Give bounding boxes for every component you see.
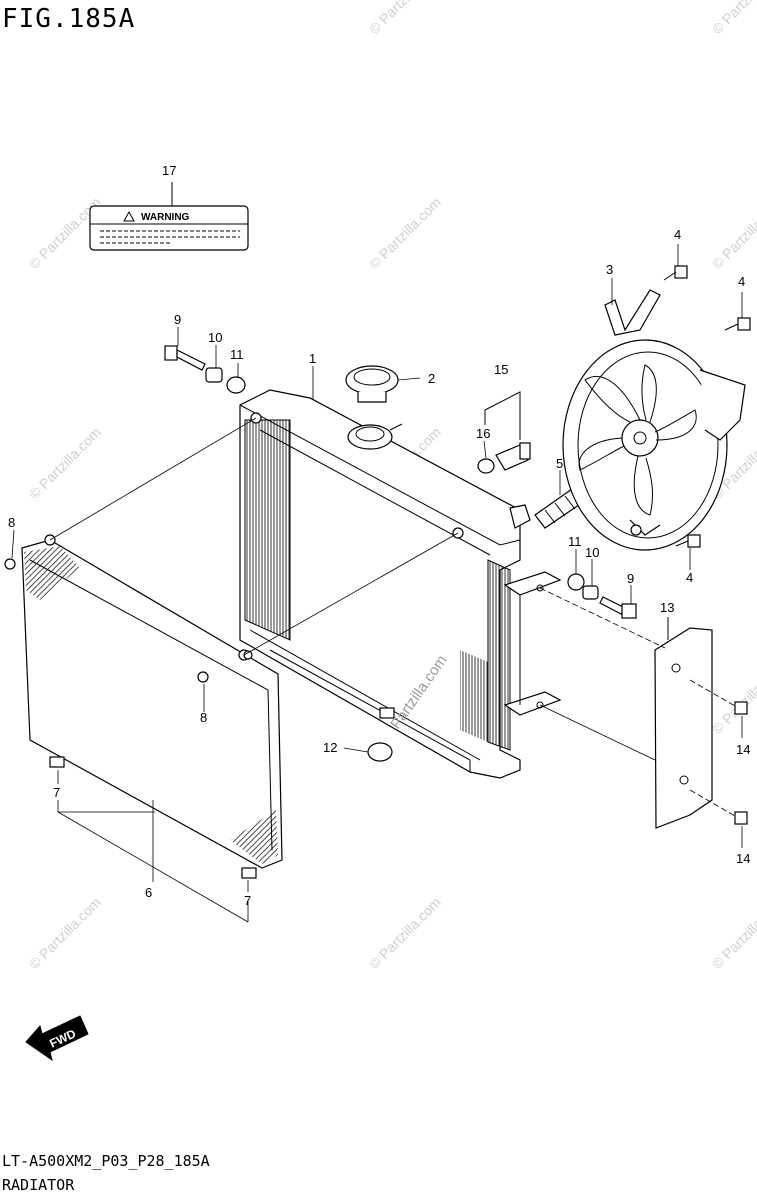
callout-16: 16 [476,426,490,441]
watermark: © Partzilla.com [709,659,757,737]
cooling-fan-3 [562,289,746,551]
watermark: © Partzilla.com [709,0,757,37]
figure-title: FIG.185A [2,4,136,34]
watermark: © Partzilla.com [26,894,104,972]
watermark: © Partzilla.com [366,194,444,272]
callout-7: 7 [53,785,60,800]
callout-9: 9 [174,312,181,327]
callouts: 1 2 3 4 4 4 5 6 7 7 8 8 9 9 10 10 11 11 … [8,163,750,908]
warning-label-heading: WARNING [141,212,190,223]
callout-4: 4 [674,227,681,242]
thermo-switch-15 [477,391,531,474]
callout-3: 3 [606,262,613,277]
watermark: © Partzilla.com [709,894,757,972]
figure-code: LT-A500XM2_P03_P28_185A [2,1152,210,1170]
radiator-cap-2 [345,365,399,403]
callout-9: 9 [627,571,634,586]
callout-8: 8 [8,515,15,530]
callout-7: 7 [244,893,251,908]
callout-10: 10 [585,545,599,560]
callout-10: 10 [208,330,222,345]
callout-8: 8 [200,710,207,725]
callout-17: 17 [162,163,176,178]
callout-1: 1 [309,351,316,366]
watermark: © Partzilla.com [366,894,444,972]
callout-11: 11 [568,534,582,549]
callout-5: 5 [556,456,563,471]
radiator-core-1 [239,389,562,779]
plate-13 [654,617,713,829]
callout-4: 4 [686,570,693,585]
callout-14: 14 [736,742,750,757]
callout-11: 11 [230,347,244,362]
fasteners [4,265,751,825]
callout-6: 6 [145,885,152,900]
callout-4: 4 [738,274,745,289]
warning-label-17: WARNING [89,182,249,251]
watermark: © Partzilla.com [26,424,104,502]
callout-12: 12 [323,740,337,755]
callout-13: 13 [660,600,674,615]
figure-name: RADIATOR [2,1176,75,1194]
callout-15: 15 [494,362,508,377]
watermark: © Partzilla.com [366,0,444,37]
watermark: © Partzilla.com [709,194,757,272]
leader-lines [11,244,743,923]
fwd-arrow: FWD [25,1015,89,1062]
callout-2: 2 [428,371,435,386]
callout-14: 14 [736,851,750,866]
